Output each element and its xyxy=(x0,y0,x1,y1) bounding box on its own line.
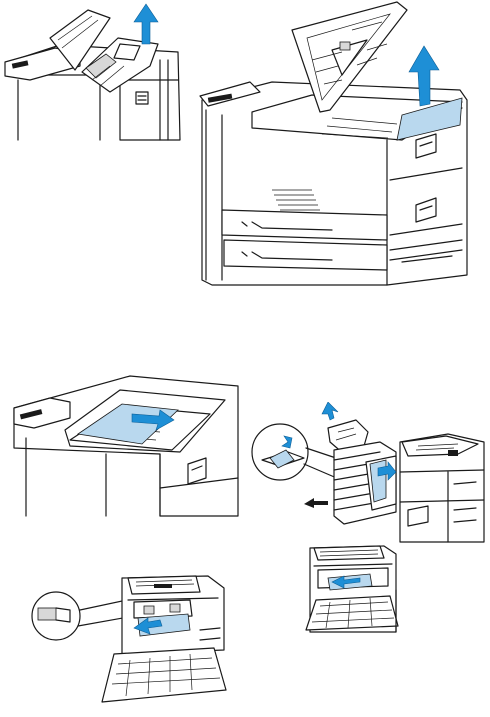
printer-top-cover-illustration xyxy=(192,0,487,300)
top-cover-jam-figure xyxy=(192,0,487,300)
printer-output-bin-illustration xyxy=(10,368,242,520)
stapler-jam-figure xyxy=(248,402,488,554)
output-bin-jam-figure xyxy=(10,368,242,520)
printer-rear-door-illustration xyxy=(300,540,410,640)
printer-toner-illustration xyxy=(0,0,190,150)
toner-removal-figure xyxy=(0,0,190,150)
printer-duplex-door-illustration xyxy=(30,570,240,708)
stapler-stacker-illustration xyxy=(248,402,488,554)
rear-door-jam-figure xyxy=(300,540,410,640)
duplex-jam-figure xyxy=(30,570,240,708)
